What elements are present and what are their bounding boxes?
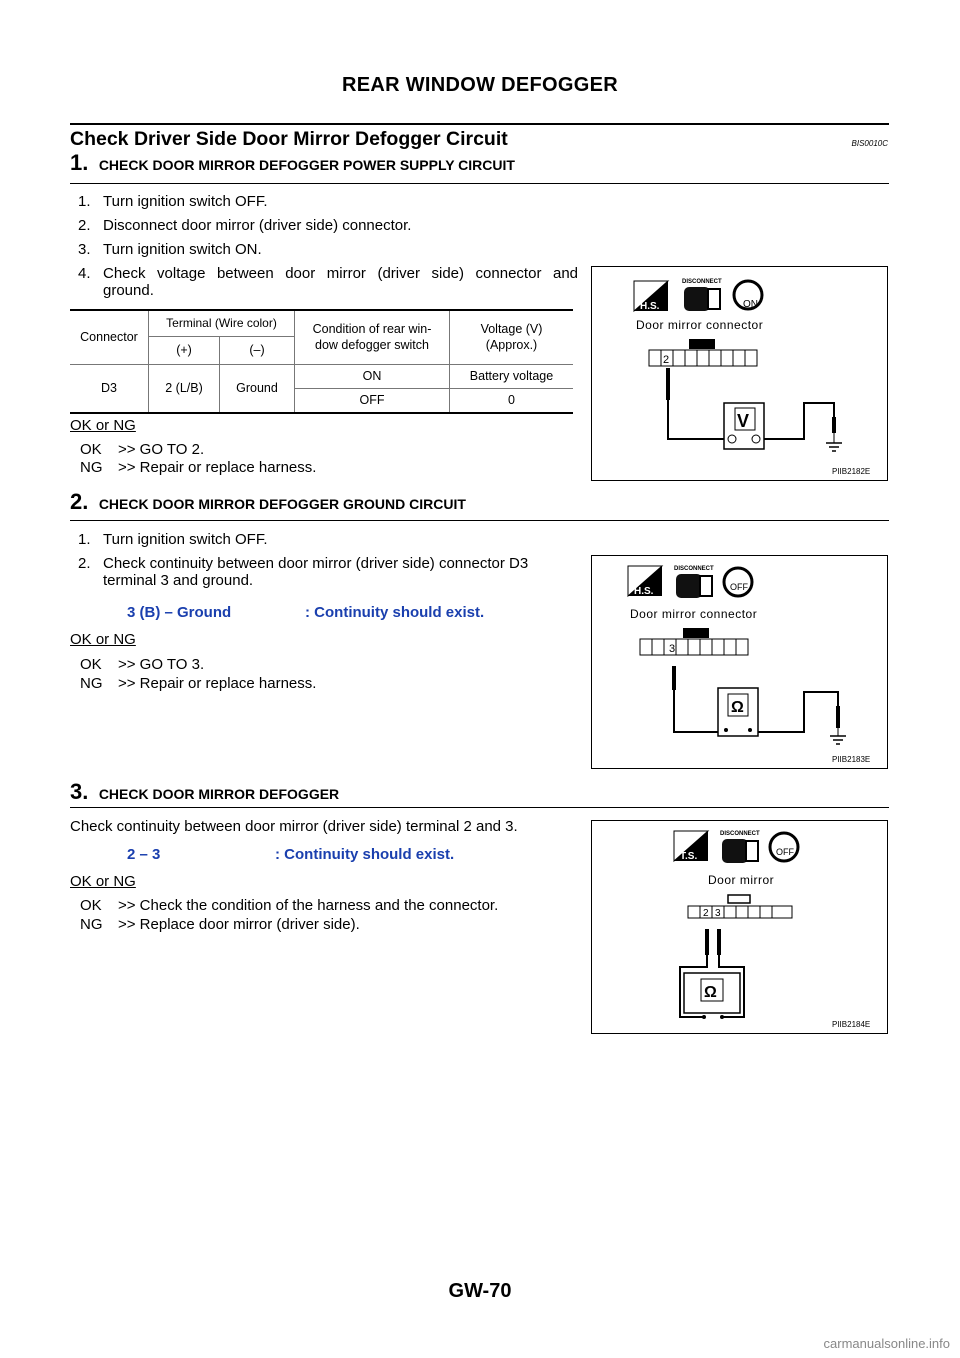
result-ok: OK>> GO TO 3. — [80, 656, 205, 673]
section-code: BIS0010C — [851, 139, 888, 148]
header-rule — [70, 123, 889, 125]
list-item: 1.Turn ignition switch OFF. — [78, 531, 268, 548]
step-3-heading: 3. CHECK DOOR MIRROR DEFOGGER — [70, 779, 339, 805]
ohmmeter-icon: Ω — [683, 972, 741, 1019]
ignition-key-icon: OFF — [768, 831, 800, 863]
pin-number: 2 — [663, 354, 669, 366]
disconnect-label: DISCONNECT — [720, 831, 760, 837]
step-heading-text: CHECK DOOR MIRROR DEFOGGER POWER SUPPLY … — [98, 157, 515, 173]
result-ng: NG>> Repair or replace harness. — [80, 459, 317, 476]
col-header-voltage: Voltage (V)(Approx.) — [480, 322, 543, 353]
pin-number: 3 — [669, 643, 675, 655]
spec-left: 2 – 3 — [127, 846, 161, 863]
figure-label: Door mirror connector — [630, 607, 757, 621]
figure-ground-continuity: H.S. DISCONNECT OFF Door mirror connecto… — [591, 555, 888, 769]
svg-text:Ω: Ω — [704, 984, 717, 1001]
wiring-diagram: H.S. DISCONNECT ON Door mirror connector… — [633, 279, 870, 476]
step-number: 2. — [70, 489, 89, 514]
figure-label: Door mirror — [708, 873, 774, 887]
pin-number: 2 — [703, 908, 709, 919]
svg-text:Ω: Ω — [731, 699, 744, 716]
spec-left: 3 (B) – Ground — [127, 604, 232, 621]
figure-label: Door mirror connector — [636, 318, 763, 332]
spec-right: : Continuity should exist. — [305, 604, 485, 621]
hs-icon: H.S. — [633, 280, 670, 313]
svg-text:OFF: OFF — [730, 582, 748, 592]
figure-voltage-check: H.S. DISCONNECT ON Door mirror connector… — [591, 266, 888, 481]
ok-ng-label: OK or NG — [70, 873, 136, 890]
cell-minus: Ground — [219, 364, 295, 412]
disconnect-label: DISCONNECT — [674, 566, 714, 572]
result-ok: OK>> Check the condition of the harness … — [80, 897, 499, 914]
ground-icon — [826, 433, 842, 452]
pin-number: 3 — [715, 908, 721, 919]
step-heading-text: CHECK DOOR MIRROR DEFOGGER — [98, 786, 340, 802]
step-number: 3. — [70, 779, 89, 804]
connector-plug-icon — [676, 574, 713, 598]
cell-plus: 2 (L/B) — [148, 364, 220, 412]
figure-id: PIIB2183E — [832, 755, 870, 764]
list-item: 2.Disconnect door mirror (driver side) c… — [78, 217, 412, 234]
spec-right: : Continuity should exist. — [275, 846, 455, 863]
result-ok: OK>> GO TO 2. — [80, 441, 205, 458]
step-rule — [70, 520, 889, 521]
voltage-spec-table: Connector Terminal (Wire color) Conditio… — [70, 309, 573, 414]
ground-icon — [830, 728, 846, 745]
list-item: 3.Turn ignition switch ON. — [78, 241, 262, 258]
svg-text:V: V — [737, 411, 749, 431]
svg-text:ON: ON — [743, 299, 758, 310]
svg-text:OFF: OFF — [776, 847, 794, 857]
svg-text:H.S.: H.S. — [634, 586, 654, 597]
cell-voltage: Battery voltage — [449, 364, 573, 389]
step-rule — [70, 183, 889, 184]
voltmeter-icon: V — [723, 402, 765, 450]
page-number: GW-70 — [448, 1280, 512, 1302]
list-item: 4.Check voltage between door mirror (dri… — [78, 265, 578, 299]
ok-ng-label: OK or NG — [70, 631, 136, 648]
cell-condition: ON — [294, 364, 450, 389]
col-header-minus: (–) — [219, 336, 295, 364]
ignition-key-icon: OFF — [722, 566, 754, 598]
svg-text:H.S.: H.S. — [640, 301, 660, 312]
connector-plug-icon — [722, 839, 759, 863]
list-item: 1.Turn ignition switch OFF. — [78, 193, 268, 210]
step-heading-text: CHECK DOOR MIRROR DEFOGGER GROUND CIRCUI… — [98, 496, 466, 512]
list-item: 2.Check continuity between door mirror (… — [78, 555, 529, 589]
wiring-diagram: T.S. DISCONNECT OFF Door mirror 2 3 Ω — [673, 830, 870, 1029]
figure-id: PIIB2182E — [832, 467, 870, 476]
col-header-connector: Connector — [70, 311, 149, 364]
step-3-text: Check continuity between door mirror (dr… — [70, 818, 518, 835]
ts-icon: T.S. — [673, 830, 710, 863]
step-number: 1. — [70, 150, 89, 175]
wiring-diagram: H.S. DISCONNECT OFF Door mirror connecto… — [627, 565, 870, 764]
step-1-heading: 1. CHECK DOOR MIRROR DEFOGGER POWER SUPP… — [70, 150, 515, 176]
result-ng: NG>> Repair or replace harness. — [80, 675, 317, 692]
col-header-condition: Condition of rear win-dow defogger switc… — [294, 311, 450, 364]
figure-id: PIIB2184E — [832, 1020, 870, 1029]
col-header-plus: (+) — [148, 336, 220, 364]
page-header-title: REAR WINDOW DEFOGGER — [342, 74, 618, 96]
ok-ng-label: OK or NG — [70, 417, 136, 434]
disconnect-label: DISCONNECT — [682, 279, 722, 285]
ignition-key-icon: ON — [732, 279, 764, 311]
step-rule — [70, 807, 889, 808]
result-ng: NG>> Replace door mirror (driver side). — [80, 916, 360, 933]
connector-plug-icon — [684, 287, 721, 311]
cell-voltage: 0 — [508, 393, 515, 408]
figure-mirror-continuity: T.S. DISCONNECT OFF Door mirror 2 3 Ω — [591, 820, 888, 1034]
ohmmeter-icon: Ω — [717, 687, 759, 737]
cell-connector: D3 — [70, 364, 149, 412]
section-title: Check Driver Side Door Mirror Defogger C… — [70, 128, 508, 150]
cell-condition: OFF — [294, 388, 450, 412]
svg-text:T.S.: T.S. — [680, 851, 697, 862]
col-header-terminal: Terminal (Wire color) — [148, 311, 295, 337]
step-2-heading: 2. CHECK DOOR MIRROR DEFOGGER GROUND CIR… — [70, 489, 466, 515]
watermark: carmanualsonline.info — [823, 1336, 950, 1351]
hs-icon: H.S. — [627, 565, 664, 598]
